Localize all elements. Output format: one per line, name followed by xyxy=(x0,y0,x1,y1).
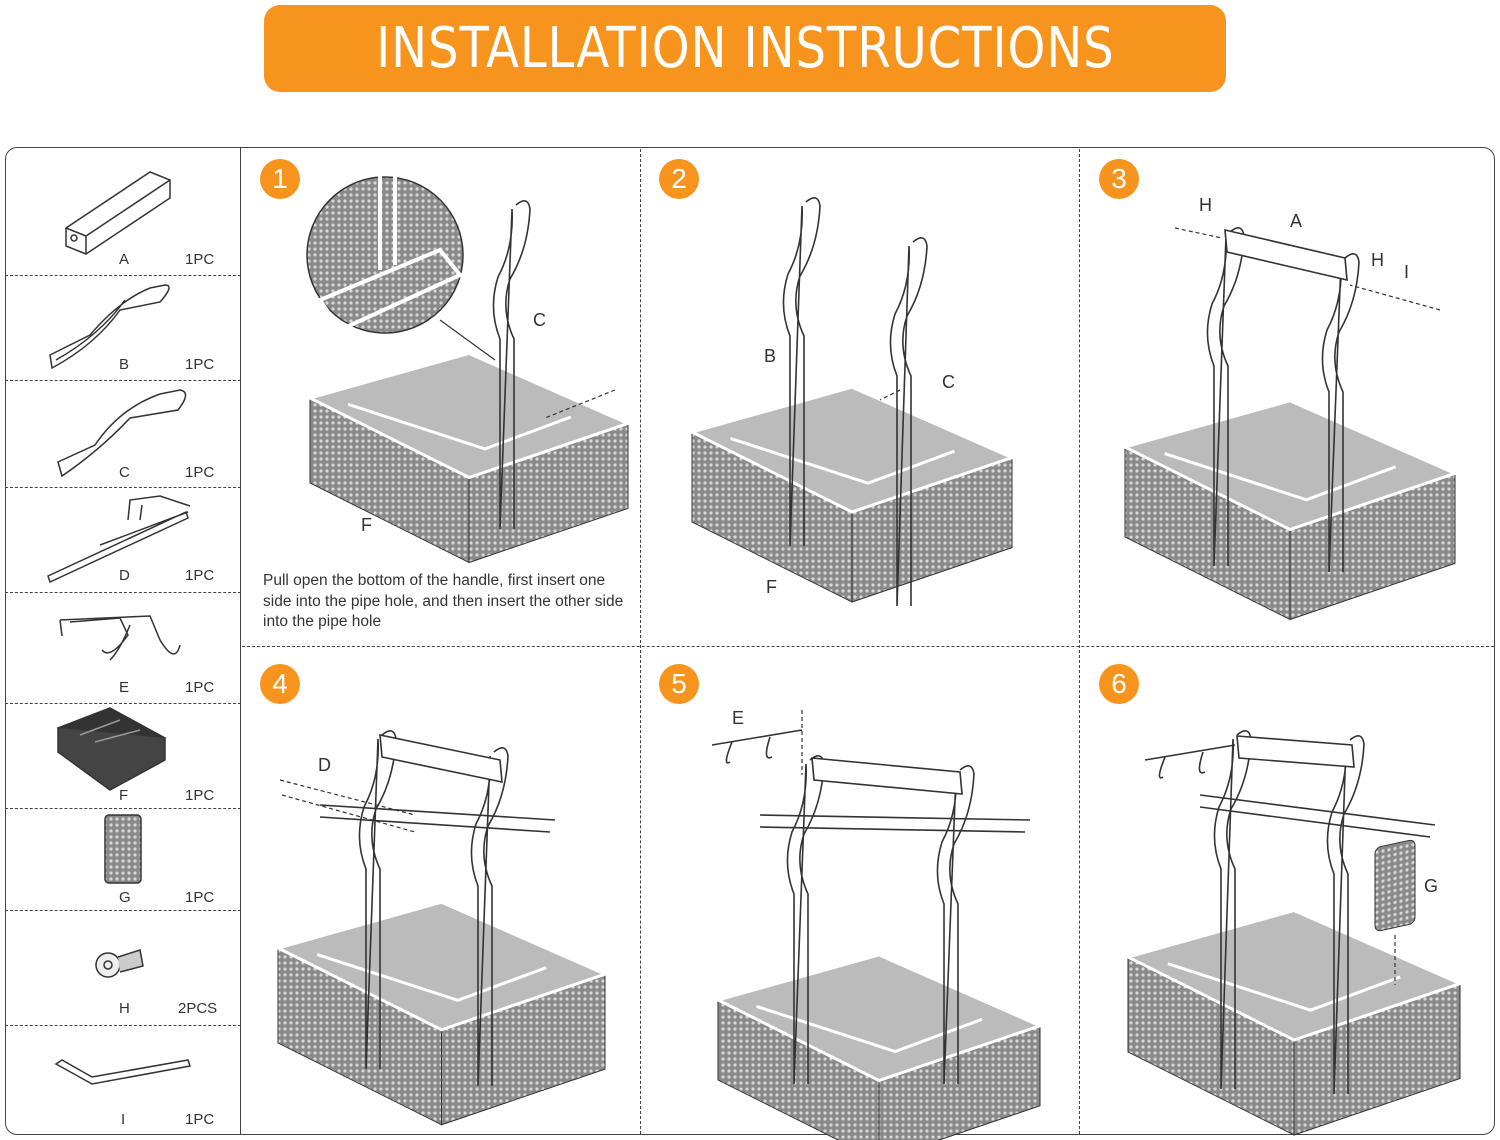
step1-instruction: Pull open the bottom of the handle, firs… xyxy=(263,572,624,630)
basket-divider xyxy=(1167,962,1401,1012)
basket xyxy=(1123,908,1465,1136)
basket-rim xyxy=(687,385,1017,514)
step-number-6: 6 xyxy=(1099,664,1139,704)
part-a: A 1PC xyxy=(5,147,241,275)
grid-divider xyxy=(640,149,641,1134)
part-qty: 1PC xyxy=(185,889,215,906)
part-i: I 1PC xyxy=(5,1025,241,1135)
part-label: F xyxy=(119,787,129,804)
part-c: C 1PC xyxy=(5,380,241,487)
part-qty: 1PC xyxy=(185,464,215,481)
basket-rim xyxy=(1120,399,1460,532)
roller-bar xyxy=(379,733,503,784)
step-number-4: 4 xyxy=(260,664,300,704)
handle xyxy=(1206,227,1245,567)
part-qty: 1PC xyxy=(185,567,215,584)
handle xyxy=(358,730,397,1070)
basket-divider xyxy=(1164,452,1397,502)
part-qty: 1PC xyxy=(185,679,215,696)
towel-rack xyxy=(759,814,1031,833)
part-label: D xyxy=(119,567,130,584)
basket-rim xyxy=(273,900,610,1032)
part-label: A xyxy=(119,251,130,268)
step-number-1: 1 xyxy=(260,159,300,199)
roller-bar xyxy=(811,757,963,795)
grid-divider xyxy=(1079,149,1080,1134)
step6-label-g: G xyxy=(1424,876,1438,896)
step3-label-i: I xyxy=(1404,262,1409,282)
parts-list: A 1PC B 1PC C 1PC D 1PC E 1PC F 1PC G 1P… xyxy=(5,147,241,1135)
part-f: F 1PC xyxy=(5,703,241,808)
part-e: E 1PC xyxy=(5,592,241,703)
step4-label-d: D xyxy=(318,755,331,775)
mesh-panel-g xyxy=(1374,839,1416,932)
step-number-3: 3 xyxy=(1099,159,1139,199)
hex-key-icon xyxy=(54,1059,191,1085)
handle xyxy=(889,237,928,607)
basket-divider xyxy=(316,953,547,1002)
part-qty: 1PC xyxy=(185,787,215,804)
part-label: B xyxy=(119,356,130,373)
handle xyxy=(492,200,531,530)
step3-label-a: A xyxy=(1290,211,1302,231)
roller-bar xyxy=(1224,228,1348,282)
handle-c-icon xyxy=(57,389,187,478)
part-label: C xyxy=(119,464,130,481)
step3-label-h: H xyxy=(1199,195,1212,215)
part-label: I xyxy=(121,1111,126,1128)
towel-rack xyxy=(319,804,556,833)
step-number-2: 2 xyxy=(659,159,699,199)
handle xyxy=(786,755,825,1085)
roller-bar-icon xyxy=(65,171,171,255)
basket-divider xyxy=(347,402,572,451)
part-qty: 1PC xyxy=(185,1111,215,1128)
hook-e xyxy=(711,729,803,764)
basket-icon xyxy=(56,707,167,791)
basket xyxy=(713,953,1045,1140)
step1-label-f: F xyxy=(361,515,372,535)
basket xyxy=(273,900,610,1126)
part-label: G xyxy=(119,889,131,906)
part-label: H xyxy=(119,1000,130,1017)
instructions-frame xyxy=(5,147,1495,1135)
roller-bar xyxy=(1236,735,1355,768)
step2-label-f: F xyxy=(766,577,777,597)
part-b: B 1PC xyxy=(5,275,241,380)
hook-icon xyxy=(59,615,181,661)
basket-rim xyxy=(713,953,1045,1083)
page-title: INSTALLATION INSTRUCTIONS xyxy=(375,16,1115,81)
part-qty: 1PC xyxy=(185,251,215,268)
step1-label-c: C xyxy=(533,310,546,330)
step2-label-b: B xyxy=(764,346,776,366)
basket xyxy=(305,351,633,564)
part-qty: 2PCS xyxy=(178,1000,218,1017)
part-label: E xyxy=(119,679,130,696)
part-qty: 1PC xyxy=(185,356,215,373)
part-g: G 1PC xyxy=(5,808,241,910)
handle xyxy=(782,197,821,547)
basket xyxy=(687,385,1017,603)
handle-b-icon xyxy=(49,284,170,370)
detail-magnifier xyxy=(306,168,496,361)
basket-rim xyxy=(1123,908,1465,1042)
screw-icon xyxy=(95,949,144,978)
part-h: H 2PCS xyxy=(5,910,241,1025)
step-number-5: 5 xyxy=(659,664,699,704)
basket-divider xyxy=(729,436,955,485)
step5-label-e: E xyxy=(732,708,744,728)
basket-divider xyxy=(756,1005,983,1054)
step3-label-h: H xyxy=(1371,250,1384,270)
basket xyxy=(1120,399,1460,621)
towel-rack xyxy=(1199,794,1436,838)
handle xyxy=(1213,730,1252,1090)
step2-label-c: C xyxy=(942,372,955,392)
mesh-panel-icon xyxy=(104,814,142,884)
part-d: D 1PC xyxy=(5,487,241,592)
grid-divider xyxy=(242,646,1494,647)
hook-e xyxy=(1144,744,1236,779)
towel-rack-icon xyxy=(47,495,191,584)
title-banner: INSTALLATION INSTRUCTIONS xyxy=(264,5,1226,92)
basket-rim xyxy=(305,351,633,480)
